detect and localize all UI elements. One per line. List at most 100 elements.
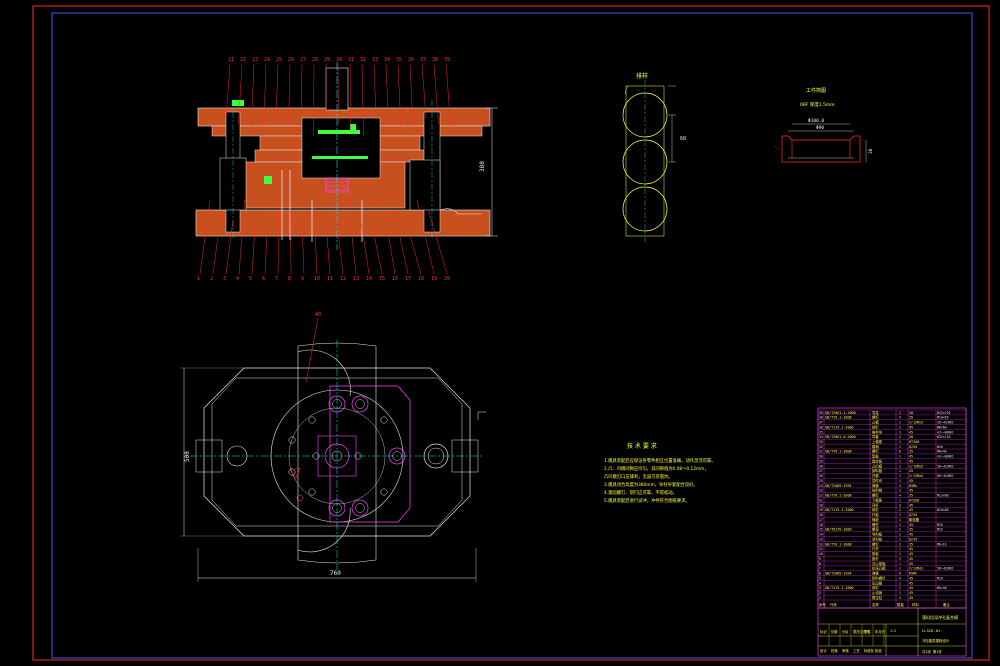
bom-cell: 1 bbox=[899, 552, 901, 556]
bom-cell: 下模座 bbox=[872, 497, 883, 502]
bom-cell: 空心垫板 bbox=[872, 561, 886, 566]
balloon-top-21: 21 bbox=[228, 57, 234, 63]
leader-line bbox=[347, 199, 357, 275]
bom-cell: 1 bbox=[899, 445, 901, 449]
leader-line bbox=[416, 199, 435, 275]
bom-cell: 橡胶 bbox=[872, 517, 879, 522]
bom-cell: 45 bbox=[909, 425, 913, 429]
balloon-top-27: 27 bbox=[300, 57, 306, 63]
balloon-bottom-4: 4 bbox=[236, 276, 239, 282]
bom-cell: 2 bbox=[899, 586, 901, 590]
bom-cell: 顶杆 bbox=[872, 502, 879, 507]
title-block-columns: 标记处数分区更改文件号签名年月日设计校核审核工艺标准化批准 bbox=[820, 624, 885, 653]
balloon-top-35: 35 bbox=[396, 57, 402, 63]
bom-cell: 58～62HRC bbox=[937, 567, 954, 571]
leader-line bbox=[405, 219, 422, 275]
bom-cell: 1 bbox=[899, 440, 901, 444]
bom-cell: 39 bbox=[819, 411, 823, 415]
bom-cell: 16 bbox=[819, 523, 823, 527]
bom-cell: 35 bbox=[909, 416, 913, 420]
leader-line bbox=[361, 63, 364, 137]
tech-req-item-6: 5.模具装配后进行试冲，冲件符合图纸要求。 bbox=[604, 497, 690, 504]
balloon-top-24: 24 bbox=[264, 57, 270, 63]
bom-cell: 32 bbox=[819, 445, 823, 449]
title-block-role: 批准 bbox=[875, 648, 882, 653]
bom-cell: M10 bbox=[937, 576, 943, 580]
tech-req-title: 技 术 要 求 bbox=[627, 442, 657, 450]
title-block-col-label: 处数 bbox=[831, 629, 838, 634]
bom-cell: 5 bbox=[819, 576, 821, 580]
bom-cell: 推件块 bbox=[872, 429, 883, 434]
balloon-top-31: 31 bbox=[348, 57, 354, 63]
bom-cell: 2 bbox=[899, 411, 901, 415]
bom-cell: 34 bbox=[819, 435, 823, 439]
balloon-bottom-15: 15 bbox=[379, 276, 385, 282]
bom-cell: 9 bbox=[819, 557, 821, 561]
balloon-bottom-8: 8 bbox=[288, 276, 291, 282]
balloon-bottom-10: 10 bbox=[314, 276, 320, 282]
plan-view: 40 760 500 bbox=[180, 312, 486, 582]
bom-cell: 45 bbox=[909, 552, 913, 556]
bom-cell: 7 bbox=[819, 567, 821, 571]
bom-cell: 螺母 bbox=[872, 527, 879, 532]
bom-cell: 止动销 bbox=[872, 590, 883, 595]
part-material: 08F 厚度1.5mm bbox=[800, 101, 835, 108]
balloon-bottom-20: 20 bbox=[444, 276, 450, 282]
balloon-top-26: 26 bbox=[288, 57, 294, 63]
pin-hole bbox=[288, 468, 296, 476]
bom-cell: 3 bbox=[899, 557, 901, 561]
bom-cell: 10 bbox=[819, 552, 823, 556]
bom-cell: 33 bbox=[819, 440, 823, 444]
bom-cell: 模柄 bbox=[872, 444, 879, 449]
leader-line bbox=[428, 209, 448, 275]
bom-cell: 承料板 bbox=[872, 536, 883, 541]
bom-cell: 1 bbox=[899, 498, 901, 502]
bom-cell: 29 bbox=[819, 459, 823, 463]
balloon-top-38: 38 bbox=[432, 57, 438, 63]
bom-cell: 4 bbox=[899, 494, 901, 498]
bom-cell: Φ50 bbox=[937, 445, 943, 449]
leader-line bbox=[337, 63, 339, 125]
bom-cell: 12 bbox=[819, 542, 823, 546]
plan-height-dimension: 500 bbox=[180, 367, 244, 537]
strip-layout-view: 排样 68 bbox=[622, 72, 686, 242]
balloon-bottom-17: 17 bbox=[405, 276, 411, 282]
leader-line bbox=[199, 199, 211, 275]
bom-cell: 螺钉 bbox=[872, 493, 879, 498]
bom-header-cell: 数量 bbox=[897, 602, 904, 607]
bom-cell: 1 bbox=[899, 469, 901, 473]
bom-cell: 6 bbox=[899, 450, 901, 454]
bom-cell: 31 bbox=[819, 450, 823, 454]
strip-layout-title: 排样 bbox=[636, 72, 648, 80]
bom-cell: 1 bbox=[899, 430, 901, 434]
bom-cell: 弹簧 bbox=[872, 483, 879, 488]
bom-cell: 固定板 bbox=[872, 458, 883, 463]
bom-cell: 45 bbox=[909, 547, 913, 551]
bom-header-cell: 代号 bbox=[830, 602, 837, 607]
bom-cell: Φ32×110 bbox=[937, 435, 951, 439]
bom-cell: 45 bbox=[909, 489, 913, 493]
bom-cell: 销钉 bbox=[872, 424, 879, 429]
title-block-col-label: 标记 bbox=[820, 629, 827, 634]
bom-cell: 导柱 bbox=[872, 410, 879, 415]
drawing-title: 落料拉深冲孔复合模 bbox=[922, 614, 958, 620]
pin-hole bbox=[308, 488, 316, 496]
leader-line bbox=[290, 209, 292, 275]
bom-cell: 45 bbox=[909, 562, 913, 566]
drawing-sheet: 共1张 第1张 bbox=[922, 649, 942, 654]
bom-cell: 58～62HRC bbox=[937, 464, 954, 468]
